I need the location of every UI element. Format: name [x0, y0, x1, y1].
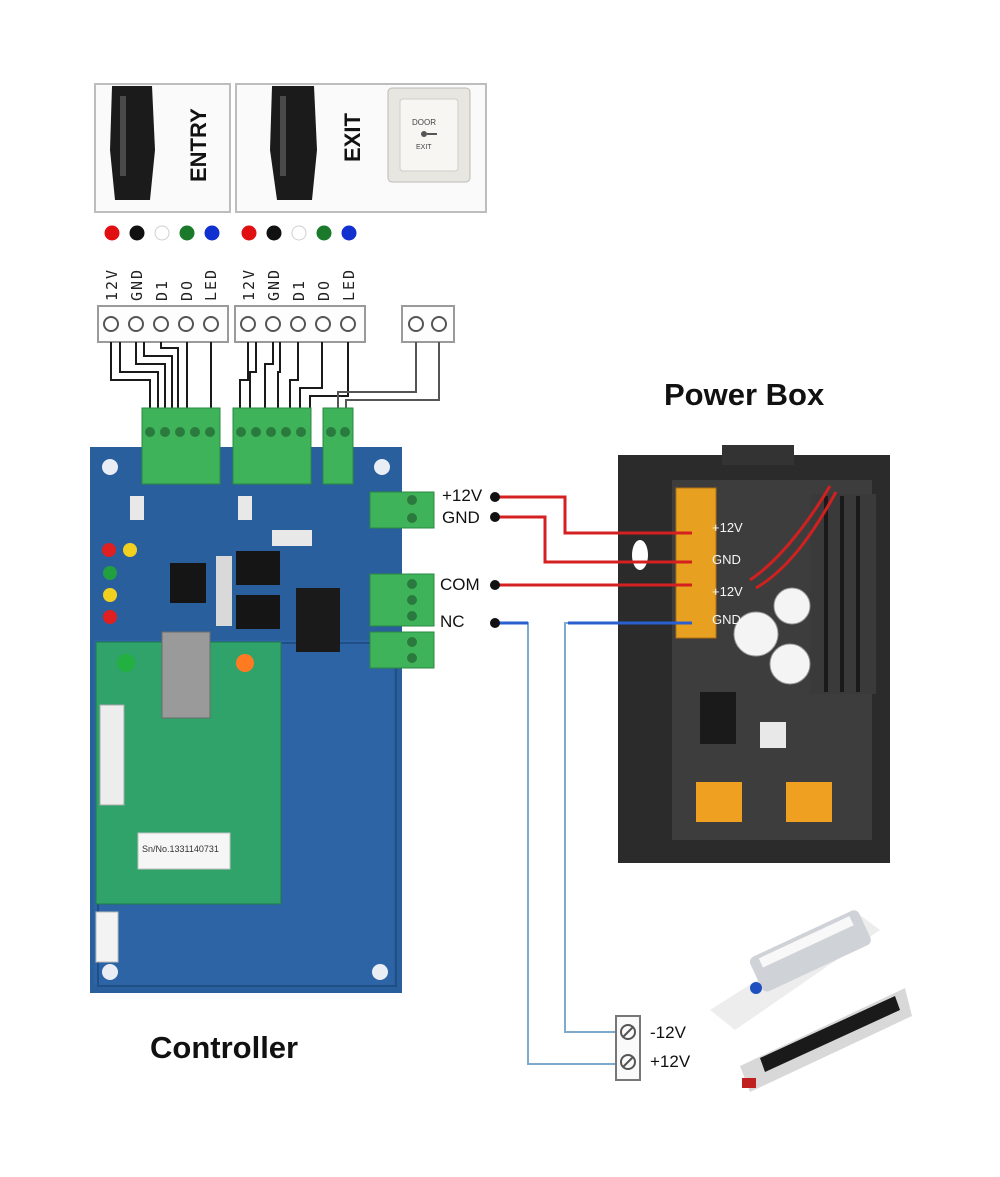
screw-terminal	[145, 427, 155, 437]
ethernet-port	[161, 631, 211, 719]
terminal-hole	[103, 316, 119, 332]
exit-reader-panel	[235, 83, 487, 213]
terminal-hole	[408, 316, 424, 332]
screw-terminal	[236, 427, 246, 437]
terminal-hole	[240, 316, 256, 332]
power-box-title: Power Box	[664, 377, 825, 412]
exit-button-text-top: DOOR	[412, 118, 436, 127]
wire-color-dot	[241, 225, 257, 241]
capacitor	[733, 611, 779, 657]
reader-wires	[110, 342, 349, 412]
pin-label: 12V	[240, 267, 258, 301]
terminal-hole	[128, 316, 144, 332]
terminal-hole	[290, 316, 306, 332]
module-sticker-text: Sn/No.1331140731	[142, 844, 219, 854]
entry-reader-device	[110, 86, 155, 200]
lock-plus-label: +12V	[650, 1052, 691, 1071]
exit-label: EXIT	[340, 113, 365, 162]
exit-button-text-bottom: EXIT	[416, 144, 432, 151]
terminal-hole	[431, 316, 447, 332]
pin-label: GND	[128, 267, 146, 301]
pin-label: LED	[202, 267, 220, 301]
terminal-hole	[340, 316, 356, 332]
screw-terminal	[175, 427, 185, 437]
led-icon	[103, 566, 117, 580]
entry-reader-panel	[94, 83, 231, 213]
psu-label: +12V	[712, 584, 743, 599]
lock-terminal-block	[615, 1015, 641, 1081]
led-icon	[123, 543, 137, 557]
pin-label: D1	[153, 278, 171, 301]
magnetic-lock	[740, 988, 912, 1092]
wire-color-dot	[129, 225, 145, 241]
capacitor	[773, 587, 811, 625]
terminal-hole	[203, 316, 219, 332]
pin-label: LED	[340, 267, 358, 301]
pin-label: 12V	[103, 267, 121, 301]
wire-color-dot	[266, 225, 282, 241]
capacitor	[769, 643, 811, 685]
wire-color-dot	[204, 225, 220, 241]
mount-hole-icon	[102, 459, 118, 475]
terminal-points	[490, 492, 500, 628]
screw-terminal	[281, 427, 291, 437]
power-box	[618, 445, 890, 863]
electric-bolt-lock	[710, 910, 880, 1030]
exit-push-button	[387, 87, 471, 183]
label-nc: NC	[440, 612, 465, 631]
psu-label: GND	[712, 612, 741, 627]
screw-terminal	[251, 427, 261, 437]
wire-color-dot	[291, 225, 307, 241]
wire-color-dot	[179, 225, 195, 241]
power-wires	[495, 495, 692, 1065]
reader-terminal-blocks	[97, 305, 455, 343]
mount-hole-icon	[374, 459, 390, 475]
mount-hole-icon	[102, 964, 118, 980]
label-com: COM	[440, 575, 480, 594]
screw-terminal	[340, 427, 350, 437]
screw-terminal	[326, 427, 336, 437]
relay	[296, 588, 340, 652]
label-plus12v: +12V	[442, 486, 483, 505]
exit-reader-device	[270, 86, 317, 200]
screw-terminal	[190, 427, 200, 437]
keyhole-icon	[632, 540, 648, 570]
screw-terminal	[266, 427, 276, 437]
pin-label: GND	[265, 267, 283, 301]
wire-color-dot	[104, 225, 120, 241]
exit-button-wires	[337, 342, 440, 412]
module-sticker	[137, 832, 231, 870]
screw-terminal	[205, 427, 215, 437]
terminal-hole	[153, 316, 169, 332]
led-icon	[102, 543, 116, 557]
screw-terminal	[296, 427, 306, 437]
controller-board	[90, 407, 435, 993]
lock-minus-label: -12V	[650, 1023, 686, 1042]
wire-color-dot	[341, 225, 357, 241]
pin-label: D1	[290, 278, 308, 301]
terminal-hole	[265, 316, 281, 332]
psu-label: +12V	[712, 520, 743, 535]
wire-color-dots	[104, 225, 357, 241]
label-gnd: GND	[442, 508, 480, 527]
terminal-hole	[178, 316, 194, 332]
led-icon	[103, 588, 117, 602]
entry-label: ENTRY	[186, 108, 211, 182]
terminal-hole	[315, 316, 331, 332]
psu-label: GND	[712, 552, 741, 567]
mount-hole-icon	[372, 964, 388, 980]
wire-color-dot	[316, 225, 332, 241]
led-icon	[103, 610, 117, 624]
screw-terminal	[160, 427, 170, 437]
pin-label: DO	[178, 278, 196, 301]
controller-title: Controller	[150, 1030, 299, 1065]
pin-label: DO	[315, 278, 333, 301]
wire-color-dot	[154, 225, 170, 241]
